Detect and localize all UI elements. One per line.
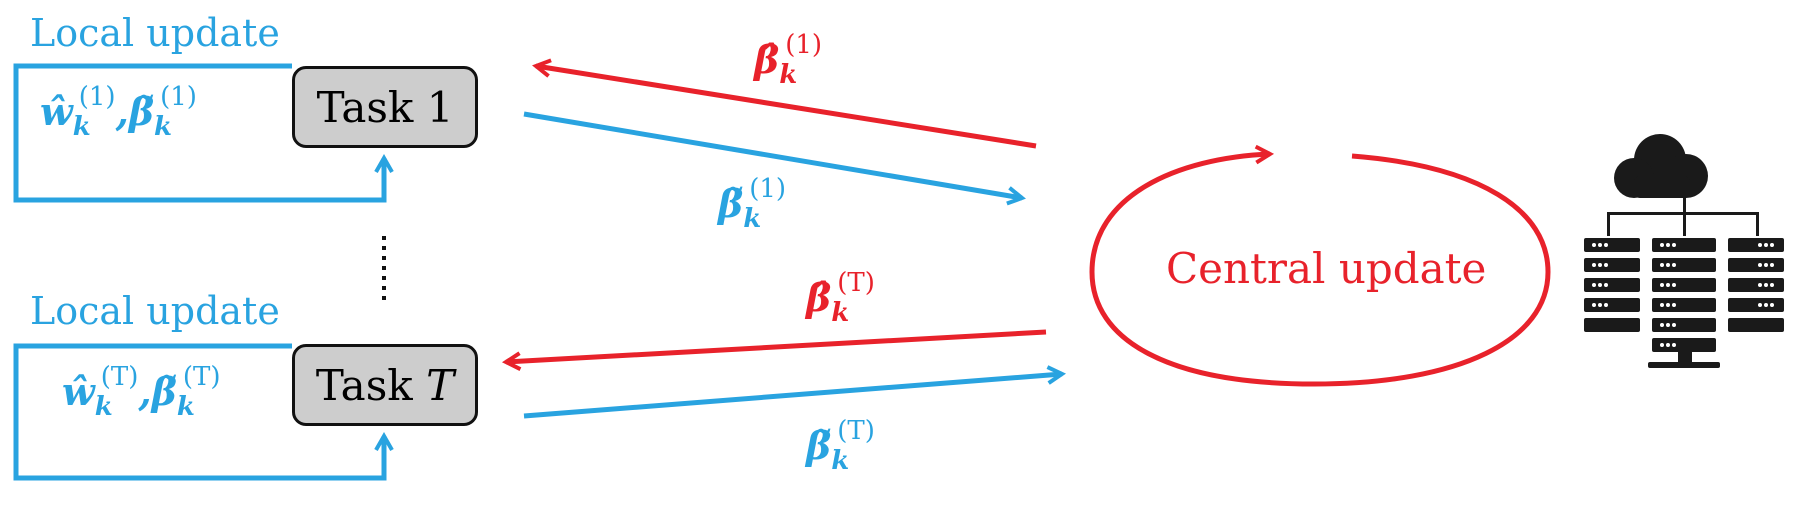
task-box-T-label-prefix: Task [315,360,427,410]
task-box-T: Task T [292,344,478,426]
local-update-label-bottom: Local update [30,289,280,333]
central-update-loop [1089,154,1551,387]
label-taskT-to-central: β̃k(T) [806,416,875,476]
task-box-T-label-var: T [426,360,455,410]
local-update-label-top: Local update [30,11,280,55]
local-params-bottom: ŵk(T),β̃k(T) [62,362,221,422]
arrow-taskT-to-central [523,374,1062,419]
task-box-1: Task 1 [292,66,478,148]
task-box-1-label: Task 1 [316,82,454,132]
label-central-to-task1: β̂k(1) [754,30,823,90]
label-task1-to-central: β̃k(1) [718,174,787,234]
local-params-top: ŵk(1),β̃k(1) [40,82,197,142]
label-central-to-taskT: β̂k(T) [806,268,875,328]
arrow-central-to-task1 [536,66,1037,149]
arrow-central-to-taskT [506,329,1047,362]
cloud-server-icon [1584,134,1784,368]
local-loop-bottom [13,343,384,481]
arrow-task1-to-central [523,111,1022,198]
central-update-label: Central update [1166,244,1487,293]
local-loop-top [13,63,384,203]
